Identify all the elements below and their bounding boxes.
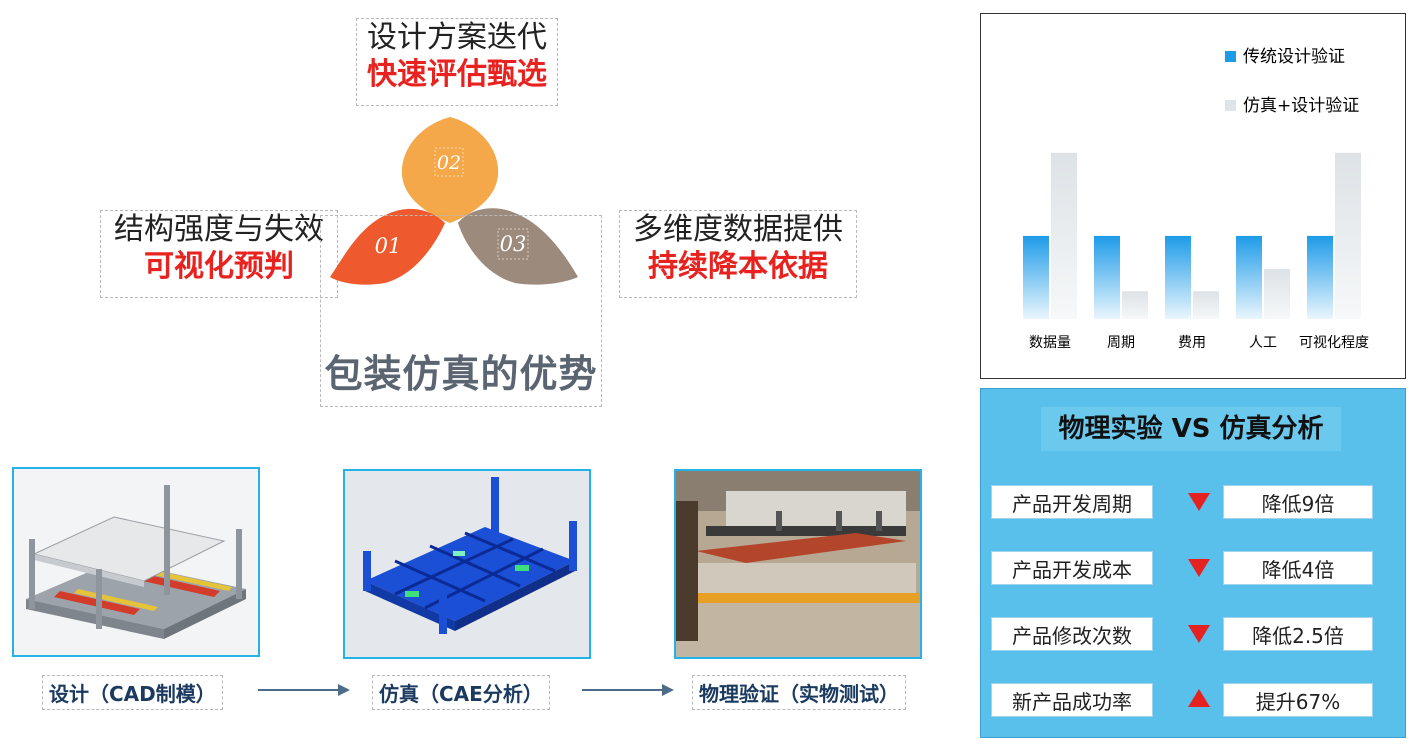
bar-traditional-1 bbox=[1094, 235, 1120, 319]
advantage-left-box: 结构强度与失效 可视化预判 bbox=[100, 210, 338, 298]
bar-simulation-2 bbox=[1193, 291, 1219, 319]
row-2-value: 降低4倍 bbox=[1223, 551, 1373, 585]
x-tick-label: 费用 bbox=[1178, 335, 1206, 351]
legend-label-traditional: 传统设计验证 bbox=[1243, 47, 1345, 67]
advantage-right-main: 多维度数据提供 bbox=[633, 212, 843, 247]
petal-02-number-box bbox=[434, 147, 464, 177]
cad-model-drawing bbox=[14, 469, 258, 655]
advantage-right-red: 持续降本依据 bbox=[648, 249, 828, 284]
advantage-top-box: 设计方案迭代 快速评估甄选 bbox=[356, 18, 558, 106]
process-arrow-2 bbox=[582, 683, 674, 697]
bar-traditional-4 bbox=[1307, 235, 1333, 319]
advantage-left-red: 可视化预判 bbox=[144, 249, 294, 284]
petal-03 bbox=[458, 208, 578, 285]
process-step-cad-label: 设计（CAD制模） bbox=[42, 675, 223, 710]
advantage-top-red: 快速评估甄选 bbox=[367, 57, 547, 92]
row-3-label: 产品修改次数 bbox=[991, 617, 1153, 651]
petal-02-number: 02 bbox=[437, 152, 461, 174]
petal-02 bbox=[401, 117, 499, 223]
row-4-increase-icon bbox=[1188, 689, 1210, 707]
legend-swatch-traditional bbox=[1225, 51, 1236, 62]
advantage-left-main: 结构强度与失效 bbox=[114, 212, 324, 247]
row-3-decrease-icon bbox=[1188, 625, 1210, 643]
row-4-value: 提升67% bbox=[1223, 683, 1373, 717]
legend-label-simulation: 仿真+设计验证 bbox=[1243, 96, 1359, 116]
legend-swatch-simulation bbox=[1225, 100, 1236, 111]
x-tick-label: 人工 bbox=[1249, 335, 1277, 351]
petal-01 bbox=[330, 208, 445, 285]
advantage-top-main: 设计方案迭代 bbox=[367, 20, 547, 55]
bar-traditional-2 bbox=[1165, 235, 1191, 319]
process-arrow-1 bbox=[258, 683, 350, 697]
row-1-label: 产品开发周期 bbox=[991, 485, 1153, 519]
x-tick-label: 数据量 bbox=[1029, 335, 1071, 351]
row-2-decrease-icon bbox=[1188, 559, 1210, 577]
bar-simulation-3 bbox=[1264, 269, 1290, 319]
row-1-value: 降低9倍 bbox=[1223, 485, 1373, 519]
physical-test-photo bbox=[676, 471, 920, 657]
row-2-label: 产品开发成本 bbox=[991, 551, 1153, 585]
petal-01-number: 01 bbox=[375, 234, 402, 258]
cad-model-image bbox=[12, 467, 260, 657]
physical-vs-simulation-panel: 物理实验 VS 仿真分析 产品开发周期 降低9倍 产品开发成本 降低4倍 产品修… bbox=[980, 388, 1406, 738]
advantage-title: 包装仿真的优势 bbox=[324, 352, 598, 396]
process-step-physical-label: 物理验证（实物测试） bbox=[692, 675, 906, 710]
comparison-chart-panel: 数据量 周期 费用 人工 可视化程度 传统设计验证 仿真+设计验证 bbox=[980, 13, 1406, 379]
x-tick-label: 可视化程度 bbox=[1299, 335, 1369, 351]
row-4-label: 新产品成功率 bbox=[991, 683, 1153, 717]
bar-simulation-4 bbox=[1335, 152, 1361, 319]
row-3-value: 降低2.5倍 bbox=[1223, 617, 1373, 651]
bar-simulation-1 bbox=[1122, 291, 1148, 319]
x-tick-label: 周期 bbox=[1107, 335, 1135, 351]
petal-03-number: 03 bbox=[500, 232, 527, 256]
petal-diagram: 02 01 03 bbox=[330, 117, 578, 285]
row-1-decrease-icon bbox=[1188, 493, 1210, 511]
bar-traditional-0 bbox=[1023, 235, 1049, 319]
process-step-cae-label: 仿真（CAE分析） bbox=[372, 675, 550, 710]
cae-model-drawing bbox=[345, 471, 589, 657]
comparison-bar-chart: 数据量 周期 费用 人工 可视化程度 传统设计验证 仿真+设计验证 bbox=[1023, 47, 1369, 351]
physical-test-image bbox=[674, 469, 922, 659]
bar-traditional-3 bbox=[1236, 235, 1262, 319]
advantage-title-box: 包装仿真的优势 bbox=[320, 215, 602, 407]
bar-simulation-0 bbox=[1051, 152, 1077, 319]
petal-03-number-box bbox=[497, 228, 529, 260]
advantage-right-box: 多维度数据提供 持续降本依据 bbox=[619, 210, 857, 298]
cae-model-image bbox=[343, 469, 591, 659]
comparison-title: 物理实验 VS 仿真分析 bbox=[1041, 407, 1341, 451]
